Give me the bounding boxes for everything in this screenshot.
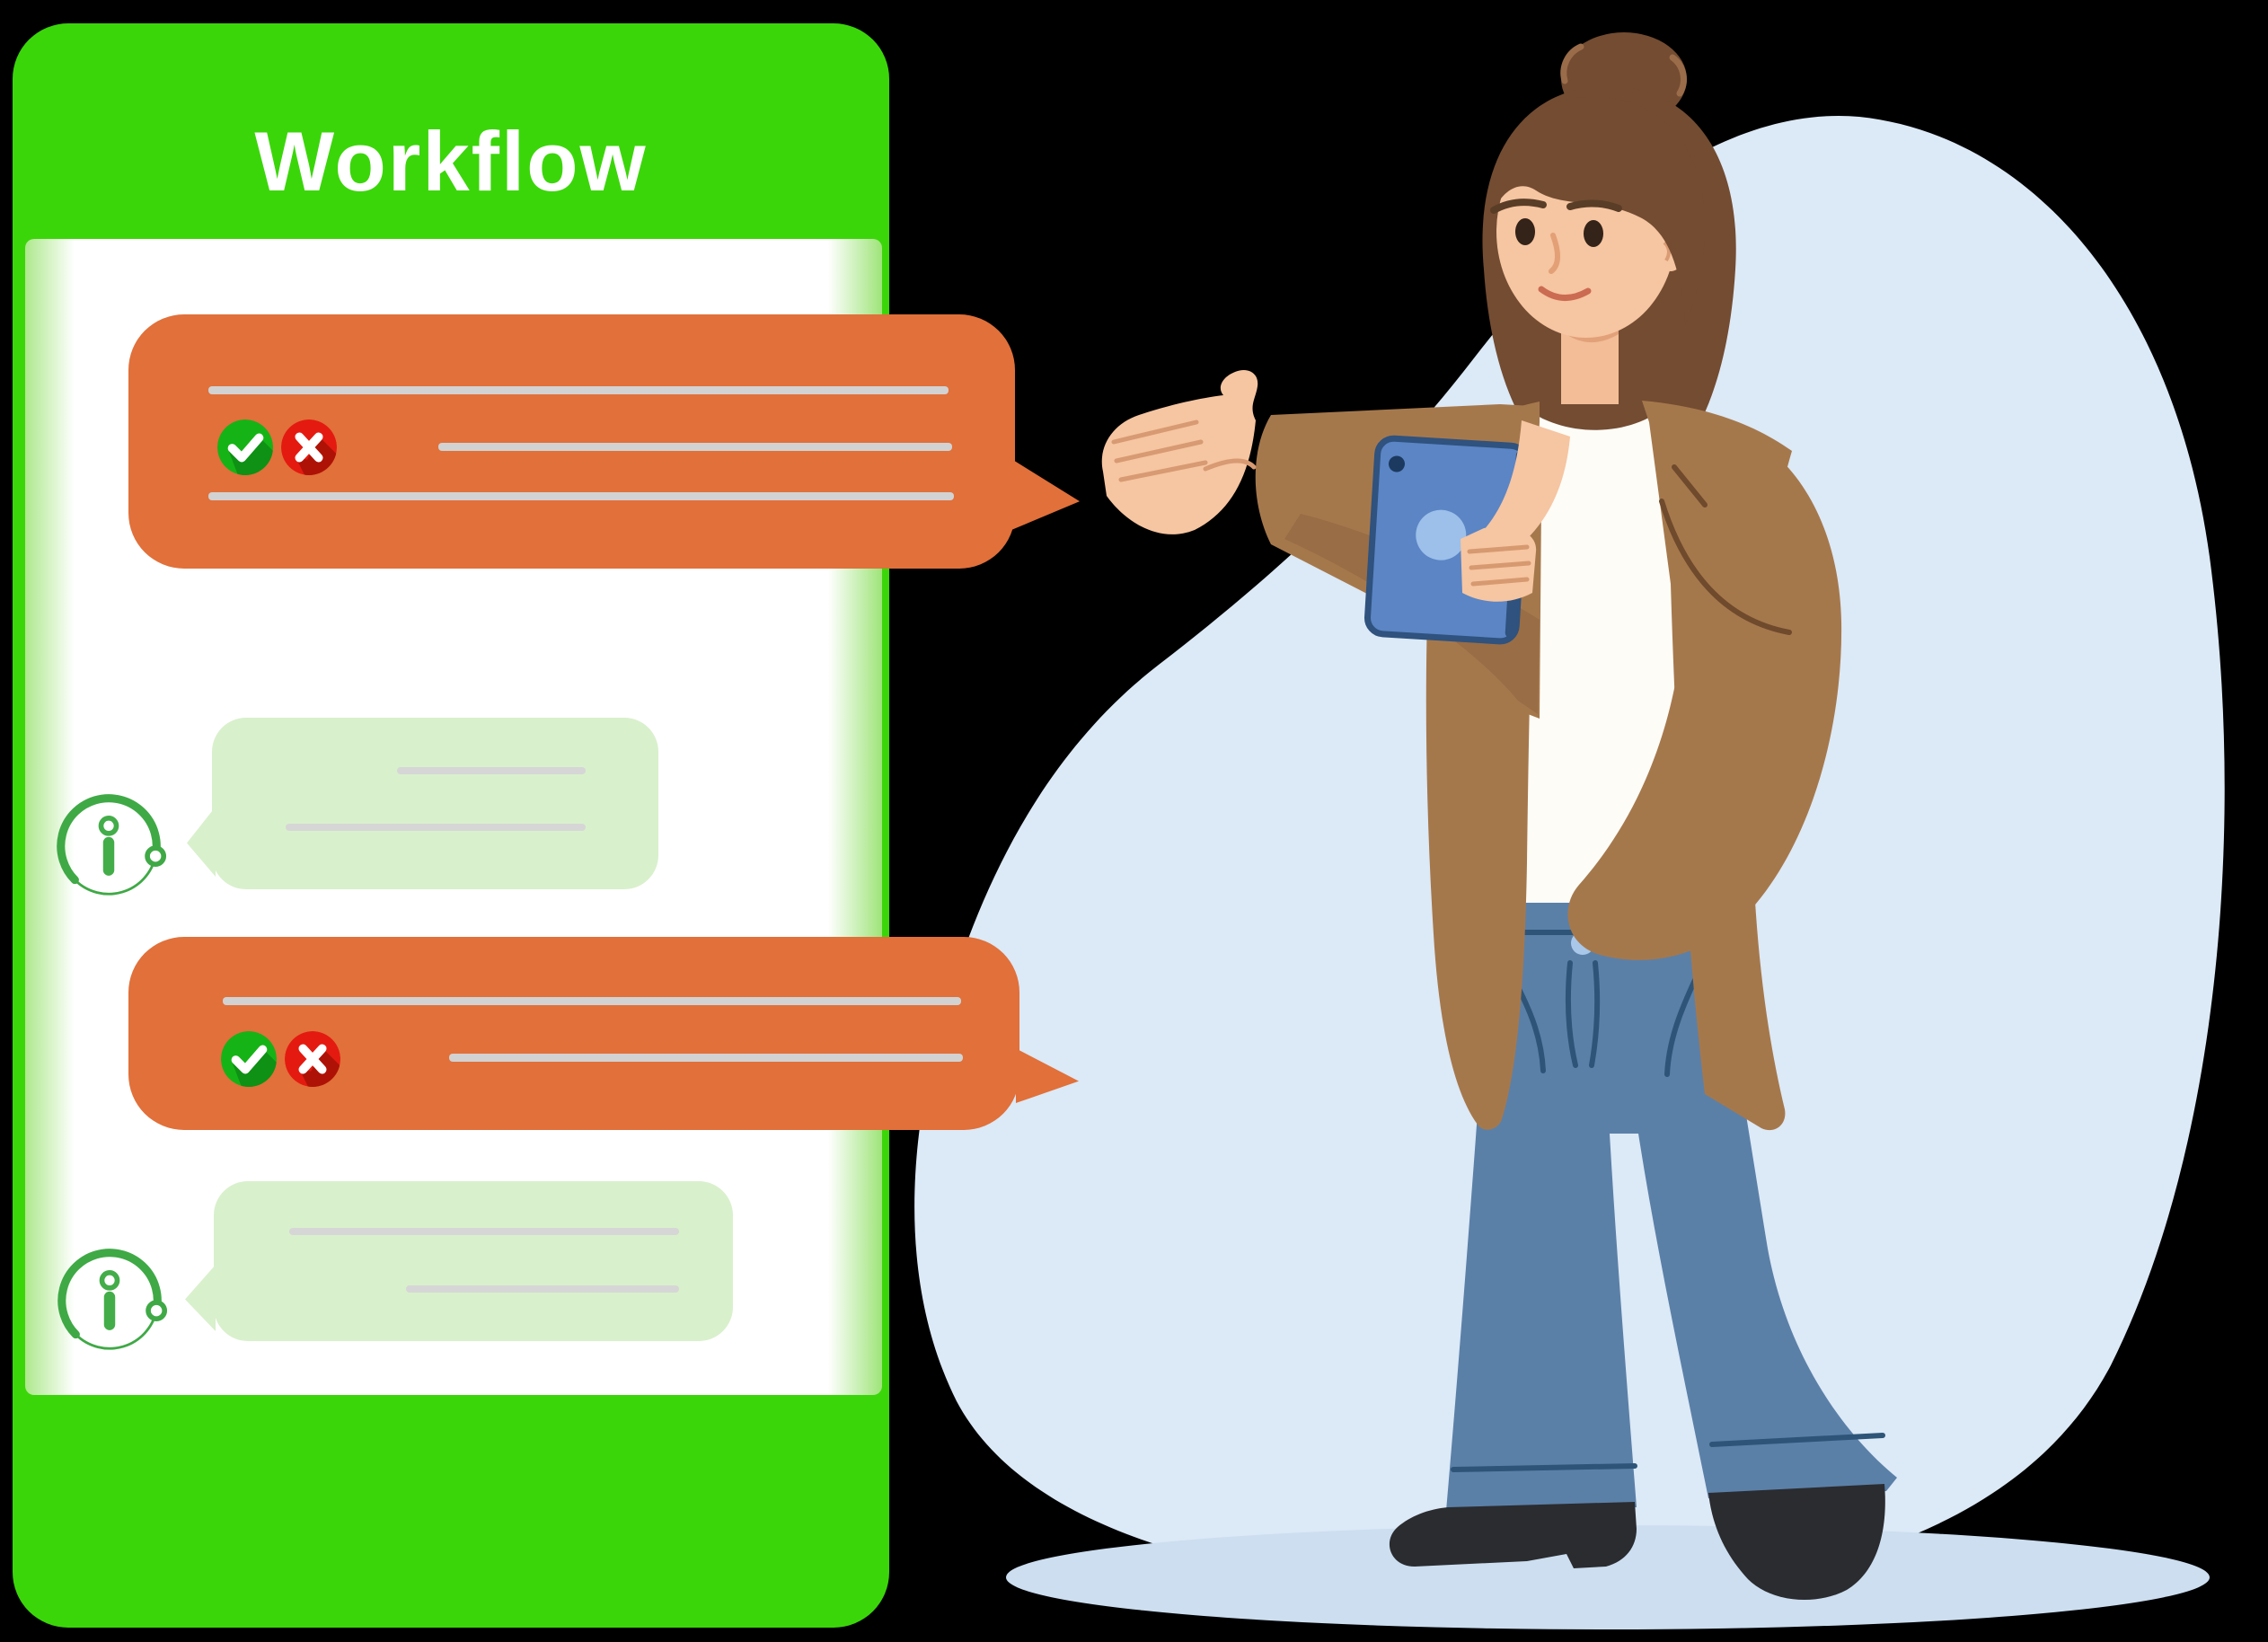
placeholder-line [438, 443, 952, 451]
jacket-creases [1659, 464, 1792, 635]
mouth [1538, 286, 1592, 301]
chat-bubble-orange-1 [128, 314, 1015, 569]
eye-left [1515, 218, 1535, 245]
hand-on-tablet [1461, 420, 1570, 602]
panel-title: Workflow [254, 114, 648, 208]
nose [1549, 233, 1560, 274]
bangs [1494, 96, 1705, 326]
tablet-camera-icon [1388, 455, 1405, 472]
chat-bubble-green-1 [212, 718, 658, 889]
chat-bubble-green-2 [214, 1181, 733, 1341]
placeholder-line [397, 767, 586, 774]
placeholder-line [208, 492, 954, 500]
boot-right [1708, 1484, 1885, 1601]
check-icon [217, 419, 273, 475]
jeans [1446, 903, 1897, 1511]
placeholder-line [289, 1228, 679, 1235]
cross-icon [281, 419, 337, 475]
tablet-logo-icon [1416, 509, 1467, 561]
sleeve-shade [1284, 514, 1540, 714]
eye-right [1584, 220, 1603, 247]
placeholder-line [208, 386, 949, 394]
face [1490, 96, 1705, 338]
placeholder-line [223, 997, 961, 1005]
placeholder-line [406, 1285, 679, 1293]
open-hand [1101, 369, 1258, 534]
ground-shadow [1006, 1525, 2210, 1629]
info-icon [48, 785, 170, 907]
check-icon [221, 1031, 277, 1087]
brow-left [1490, 199, 1547, 214]
brow-right [1566, 199, 1622, 212]
info-icon [49, 1240, 171, 1362]
placeholder-line [449, 1054, 963, 1062]
cross-icon [285, 1031, 340, 1087]
woman-figure [1101, 32, 1897, 1601]
chat-bubble-orange-2 [128, 937, 1019, 1130]
jacket-bell-sleeve [1567, 437, 1842, 960]
boot-left [1389, 1502, 1637, 1568]
placeholder-line [286, 824, 586, 831]
